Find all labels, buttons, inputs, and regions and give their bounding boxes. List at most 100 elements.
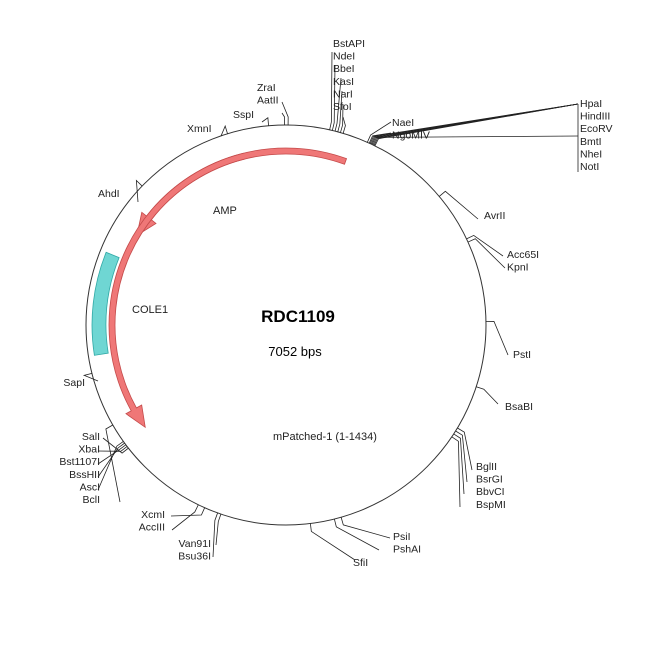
- site-label: BstAPI: [333, 38, 365, 50]
- site-label: BsrGI: [476, 474, 503, 486]
- site-label: SfiI: [353, 557, 368, 569]
- site-label: KpnI: [507, 262, 529, 274]
- site-leader-line: [82, 372, 99, 382]
- site-label: Van91I: [179, 538, 212, 550]
- site-label: KasI: [333, 76, 354, 88]
- site-label: ZraI: [257, 82, 276, 94]
- site-label: XbaI: [78, 444, 100, 456]
- site-leader-line: [455, 430, 468, 483]
- site-leader-line: [281, 112, 285, 126]
- site-leader-line: [467, 238, 506, 269]
- site-leader-line: [340, 517, 391, 539]
- site-label: NotI: [580, 161, 599, 173]
- site-leader-line: [366, 121, 392, 143]
- site-leader-line: [333, 518, 380, 551]
- site-leader-line: [135, 179, 143, 203]
- site-label: BclI: [82, 494, 100, 506]
- site-leader-line: [97, 441, 124, 491]
- site-label: BmtI: [580, 136, 602, 148]
- site-leader-line: [215, 513, 222, 546]
- mpatched-arrow: [108, 147, 348, 429]
- site-leader-line: [451, 436, 461, 508]
- site-label: AccIII: [139, 522, 165, 534]
- feature-amp: AMP: [136, 152, 246, 237]
- site-leader-line: [261, 117, 269, 126]
- site-bracket-connector: [375, 135, 579, 138]
- site-group-sapi: SapI: [63, 372, 99, 389]
- site-label: NdeI: [333, 51, 355, 63]
- site-group-xmni: XmnI: [187, 123, 228, 137]
- site-label: SspI: [233, 109, 254, 121]
- site-label: NheI: [580, 148, 602, 160]
- site-leader-line: [466, 234, 504, 257]
- site-group-psti: PstI: [485, 320, 531, 361]
- feature-mpatched: mPatched-1 (1-1434): [108, 147, 377, 443]
- site-leader-line: [453, 433, 465, 495]
- site-label: AscI: [80, 481, 100, 493]
- site-group-sfii: SfiI: [309, 523, 368, 569]
- plasmid-size: 7052 bps: [268, 344, 322, 359]
- site-leader-line: [368, 132, 392, 144]
- site-label: XcmI: [141, 509, 165, 521]
- site-label: SfoI: [333, 101, 352, 113]
- site-leader-line: [374, 103, 579, 147]
- site-leader-line: [457, 427, 473, 471]
- site-label: Bst1107I: [59, 456, 100, 468]
- site-leader-line: [340, 103, 344, 133]
- site-label: SapI: [63, 377, 85, 389]
- mpatched-label: mPatched-1 (1-1434): [273, 431, 377, 443]
- site-label: PstI: [513, 349, 531, 361]
- site-group-avrii: AvrII: [438, 190, 505, 222]
- site-group-bsabi: BsaBI: [476, 386, 533, 413]
- site-label: Bsu36I: [178, 551, 211, 563]
- site-leader-line: [220, 124, 228, 137]
- site-group-sspi: SspI: [233, 109, 269, 126]
- site-label: Acc65I: [507, 249, 539, 261]
- site-leader-line: [170, 507, 206, 517]
- cole1-label: COLE1: [132, 304, 168, 316]
- site-leader-line: [309, 523, 356, 561]
- feature-cole1: COLE1: [91, 251, 168, 356]
- site-leader-line: [105, 424, 121, 503]
- site-leader-line: [281, 101, 289, 126]
- site-label: PsiI: [393, 531, 411, 543]
- site-group-ahdi: AhdI: [98, 179, 143, 203]
- site-leader-line: [438, 190, 479, 220]
- site-leader-line: [342, 116, 346, 134]
- site-leader-line: [337, 90, 343, 132]
- site-label: AvrII: [484, 210, 505, 222]
- site-label: BsaBI: [505, 401, 533, 413]
- site-label: EcoRV: [580, 123, 613, 135]
- site-label: XmnI: [187, 123, 212, 135]
- site-label: BspMI: [476, 499, 506, 511]
- site-leader-line: [476, 386, 499, 405]
- site-label: BbvCI: [476, 486, 505, 498]
- amp-arrow: [136, 152, 246, 237]
- site-label: BglII: [476, 461, 497, 473]
- plasmid-name: RDC1109: [261, 307, 335, 326]
- site-label: AhdI: [98, 188, 120, 200]
- cole1-origin-arc: [91, 251, 120, 356]
- site-leader-line: [212, 512, 218, 558]
- site-leader-line: [171, 504, 199, 531]
- amp-label: AMP: [213, 205, 237, 217]
- plasmid-backbone: [85, 124, 487, 526]
- site-leader-line: [97, 442, 125, 478]
- site-label: NarI: [333, 88, 353, 100]
- site-label: NaeI: [392, 117, 414, 129]
- site-label: SalI: [82, 431, 100, 443]
- site-label: HindIII: [580, 111, 610, 123]
- site-leader-line: [334, 77, 342, 132]
- site-leader-line: [102, 437, 129, 454]
- site-label: HpaI: [580, 98, 602, 110]
